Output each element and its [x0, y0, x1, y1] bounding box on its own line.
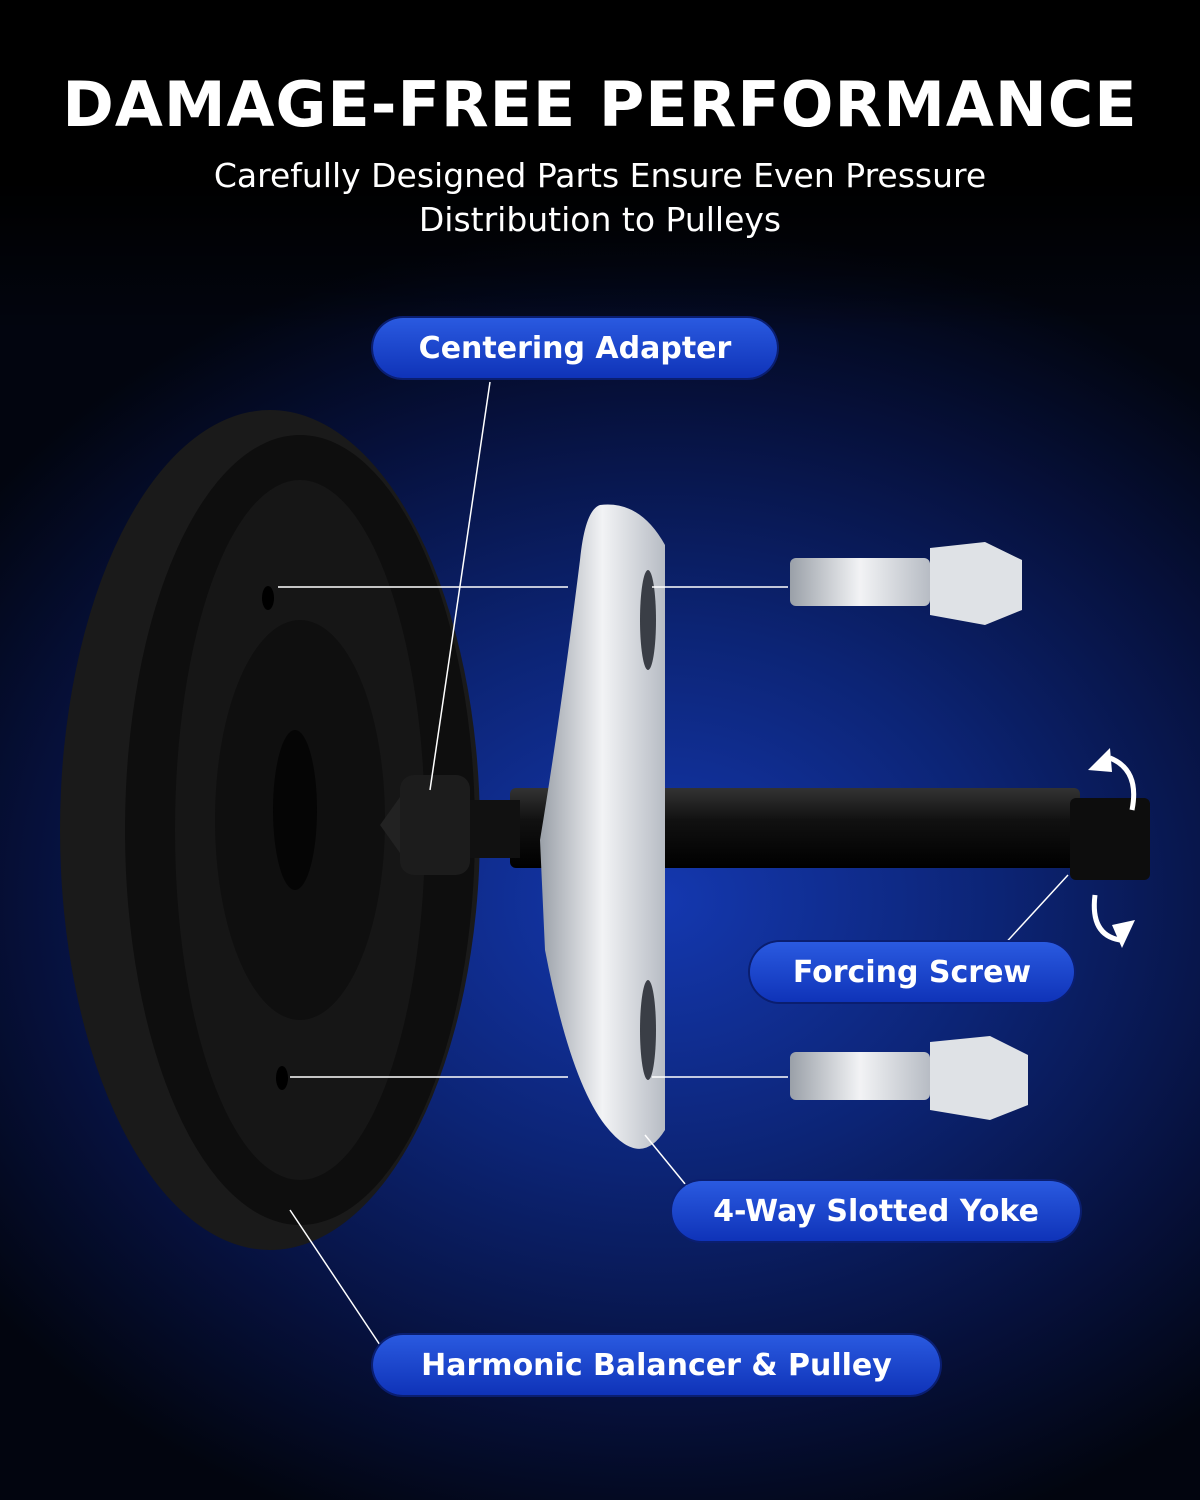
- rotate-arrow-bottom-icon: [1091, 894, 1121, 943]
- slotted-yoke-image: [540, 504, 665, 1149]
- rotate-arrow-top-icon: [1108, 755, 1137, 811]
- label-harmonic-balancer: Harmonic Balancer & Pulley: [373, 1335, 940, 1395]
- page-subtitle: Carefully Designed Parts Ensure Even Pre…: [0, 154, 1200, 242]
- page-title: DAMAGE-FREE PERFORMANCE: [62, 68, 1138, 141]
- label-centering-adapter: Centering Adapter: [373, 318, 777, 378]
- leader-lines: [278, 381, 1069, 1346]
- label-slotted-yoke: 4-Way Slotted Yoke: [672, 1181, 1080, 1241]
- rotate-arrow-bottom-head-icon: [1112, 920, 1135, 948]
- centering-adapter-image: [380, 775, 470, 875]
- subtitle-line-2: Distribution to Pulleys: [418, 200, 782, 239]
- harmonic-balancer-image: [60, 410, 480, 1250]
- subtitle-line-1: Carefully Designed Parts Ensure Even Pre…: [213, 156, 987, 195]
- rotate-arrow-top-head-icon: [1088, 748, 1112, 772]
- background-fade: [0, 0, 1200, 330]
- bolt-top-image: [790, 542, 1022, 625]
- bolt-bottom-image: [790, 1036, 1028, 1120]
- label-forcing-screw: Forcing Screw: [750, 942, 1074, 1002]
